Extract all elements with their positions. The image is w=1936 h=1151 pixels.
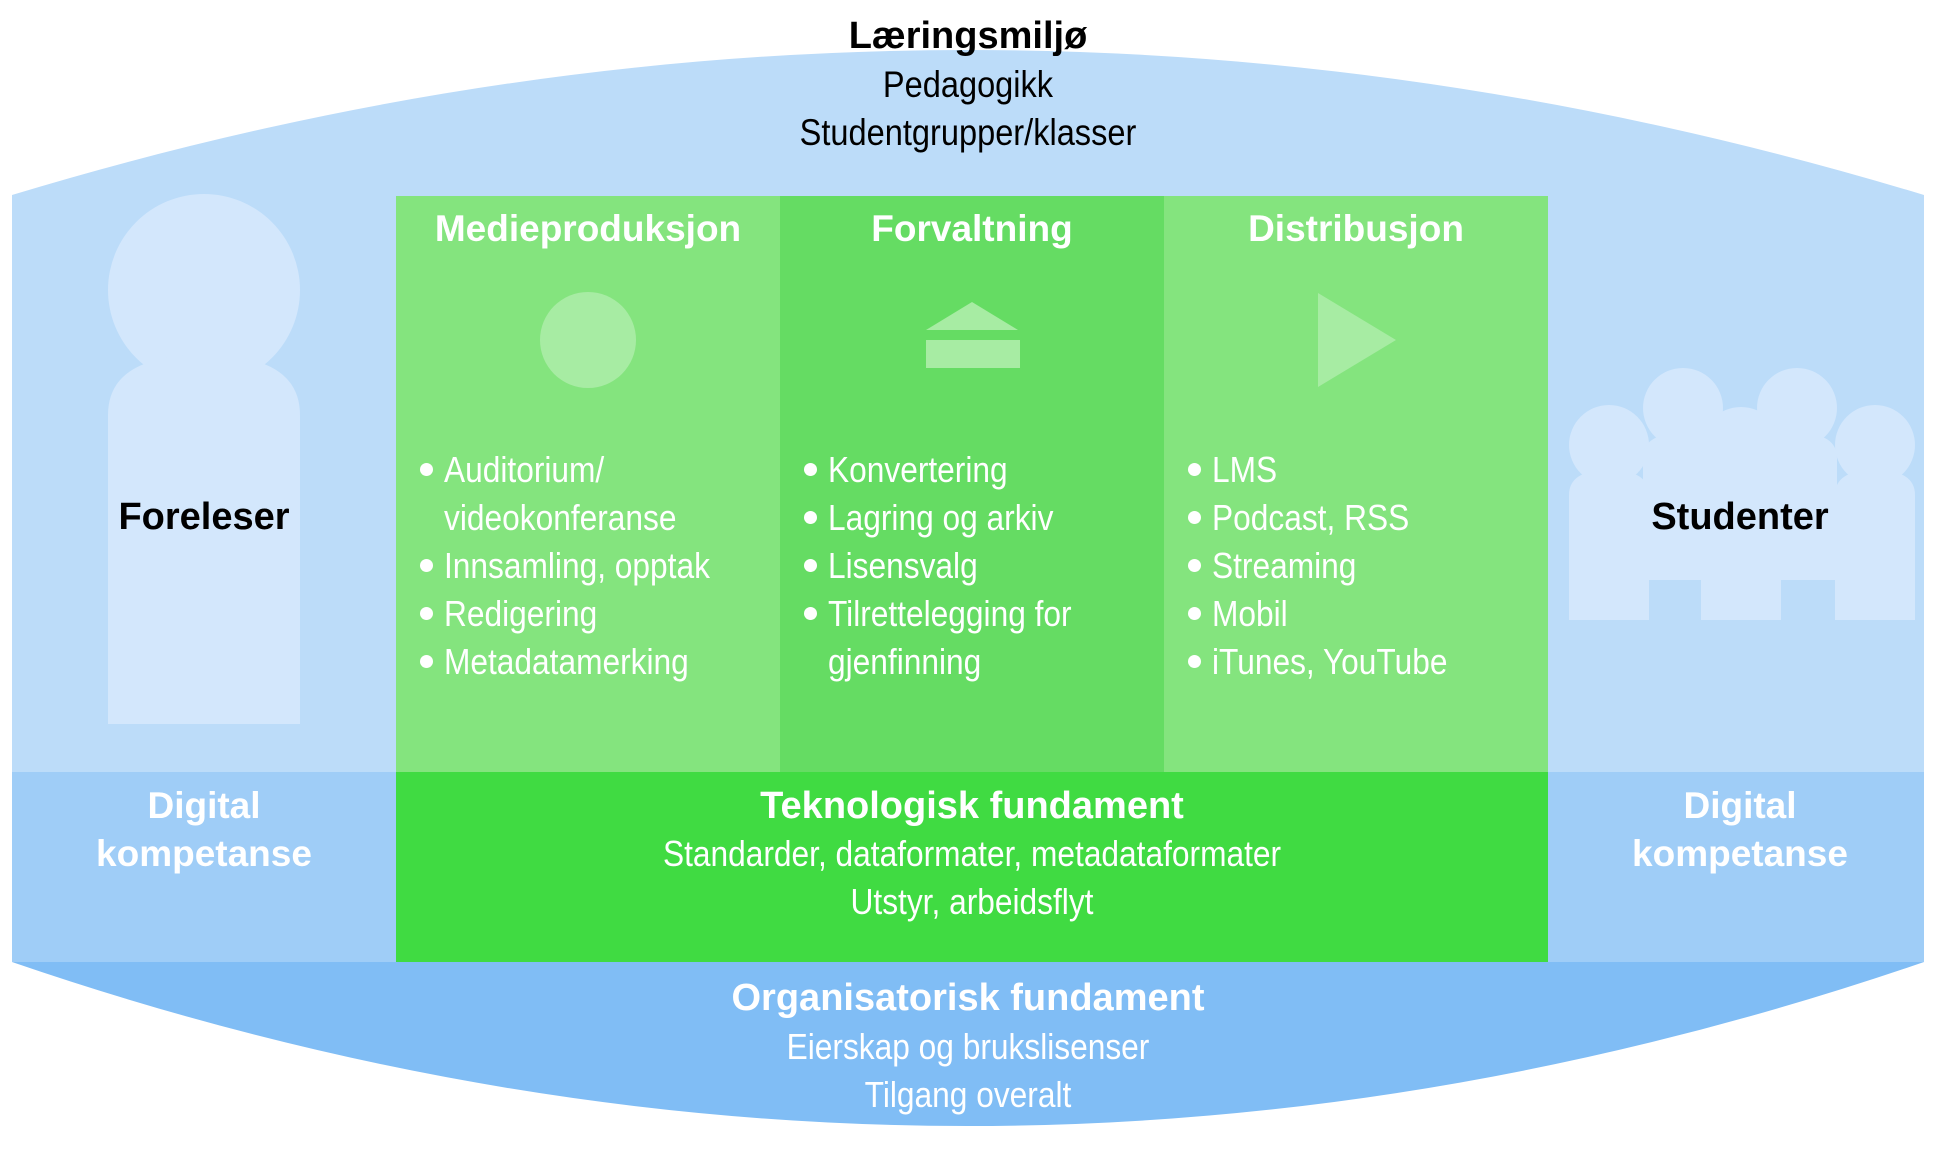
lecturer-label: Foreleser — [118, 496, 290, 538]
list-item: Innsamling, opptak — [418, 542, 778, 590]
students-figure-icon — [1569, 368, 1915, 620]
environment-line-2: Studentgrupper/klasser — [799, 112, 1137, 153]
environment-title: Læringsmiljø — [848, 15, 1088, 57]
list-forvaltning: Konvertering Lagring og arkiv Lisensvalg… — [802, 446, 1162, 686]
list-item: Mobil — [1186, 590, 1546, 638]
list-item: LMS — [1186, 446, 1546, 494]
list-item: iTunes, YouTube — [1186, 638, 1546, 686]
list-item: Streaming — [1186, 542, 1546, 590]
list-medieproduksjon: Auditorium/ videokonferanse Innsamling, … — [418, 446, 778, 686]
list-item: Konvertering — [802, 446, 1162, 494]
column-title-medieproduksjon: Medieproduksjon — [434, 208, 742, 249]
list-item: Tilrettelegging for gjenfinning — [802, 590, 1162, 686]
list-item: Podcast, RSS — [1186, 494, 1546, 542]
column-title-forvaltning: Forvaltning — [871, 208, 1073, 249]
column-distribusjon — [1164, 196, 1548, 772]
circle-icon — [540, 292, 636, 388]
play-icon — [1318, 293, 1396, 387]
archive-icon — [926, 302, 1020, 368]
list-item: Lagring og arkiv — [802, 494, 1162, 542]
org-foundation-title: Organisatorisk fundament — [731, 977, 1205, 1019]
list-item: Lisensvalg — [802, 542, 1162, 590]
students-label: Studenter — [1651, 496, 1829, 538]
tech-foundation-title: Teknologisk fundament — [760, 785, 1184, 827]
lecturer-figure-icon — [108, 194, 300, 724]
list-item: Auditorium/ videokonferanse — [418, 446, 778, 542]
list-item: Metadatamerking — [418, 638, 778, 686]
column-forvaltning — [780, 196, 1164, 772]
list-distribusjon: LMS Podcast, RSS Streaming Mobil iTunes,… — [1186, 446, 1546, 686]
org-foundation-line-1: Eierskap og brukslisenser — [786, 1026, 1150, 1067]
tech-foundation-line-1: Standarder, dataformater, metadataformat… — [662, 833, 1282, 874]
environment-line-1: Pedagogikk — [882, 64, 1054, 105]
organisational-foundation-area — [12, 962, 1924, 1126]
technology-foundation-box — [396, 772, 1548, 962]
students-digital-competence: Digital kompetanse — [1632, 785, 1848, 874]
list-item: Redigering — [418, 590, 778, 638]
tech-foundation-line-2: Utstyr, arbeidsflyt — [850, 881, 1094, 922]
org-foundation-line-2: Tilgang overalt — [864, 1074, 1072, 1115]
column-title-distribusjon: Distribusjon — [1248, 208, 1464, 249]
lecturer-digital-competence: Digital kompetanse — [96, 785, 312, 874]
